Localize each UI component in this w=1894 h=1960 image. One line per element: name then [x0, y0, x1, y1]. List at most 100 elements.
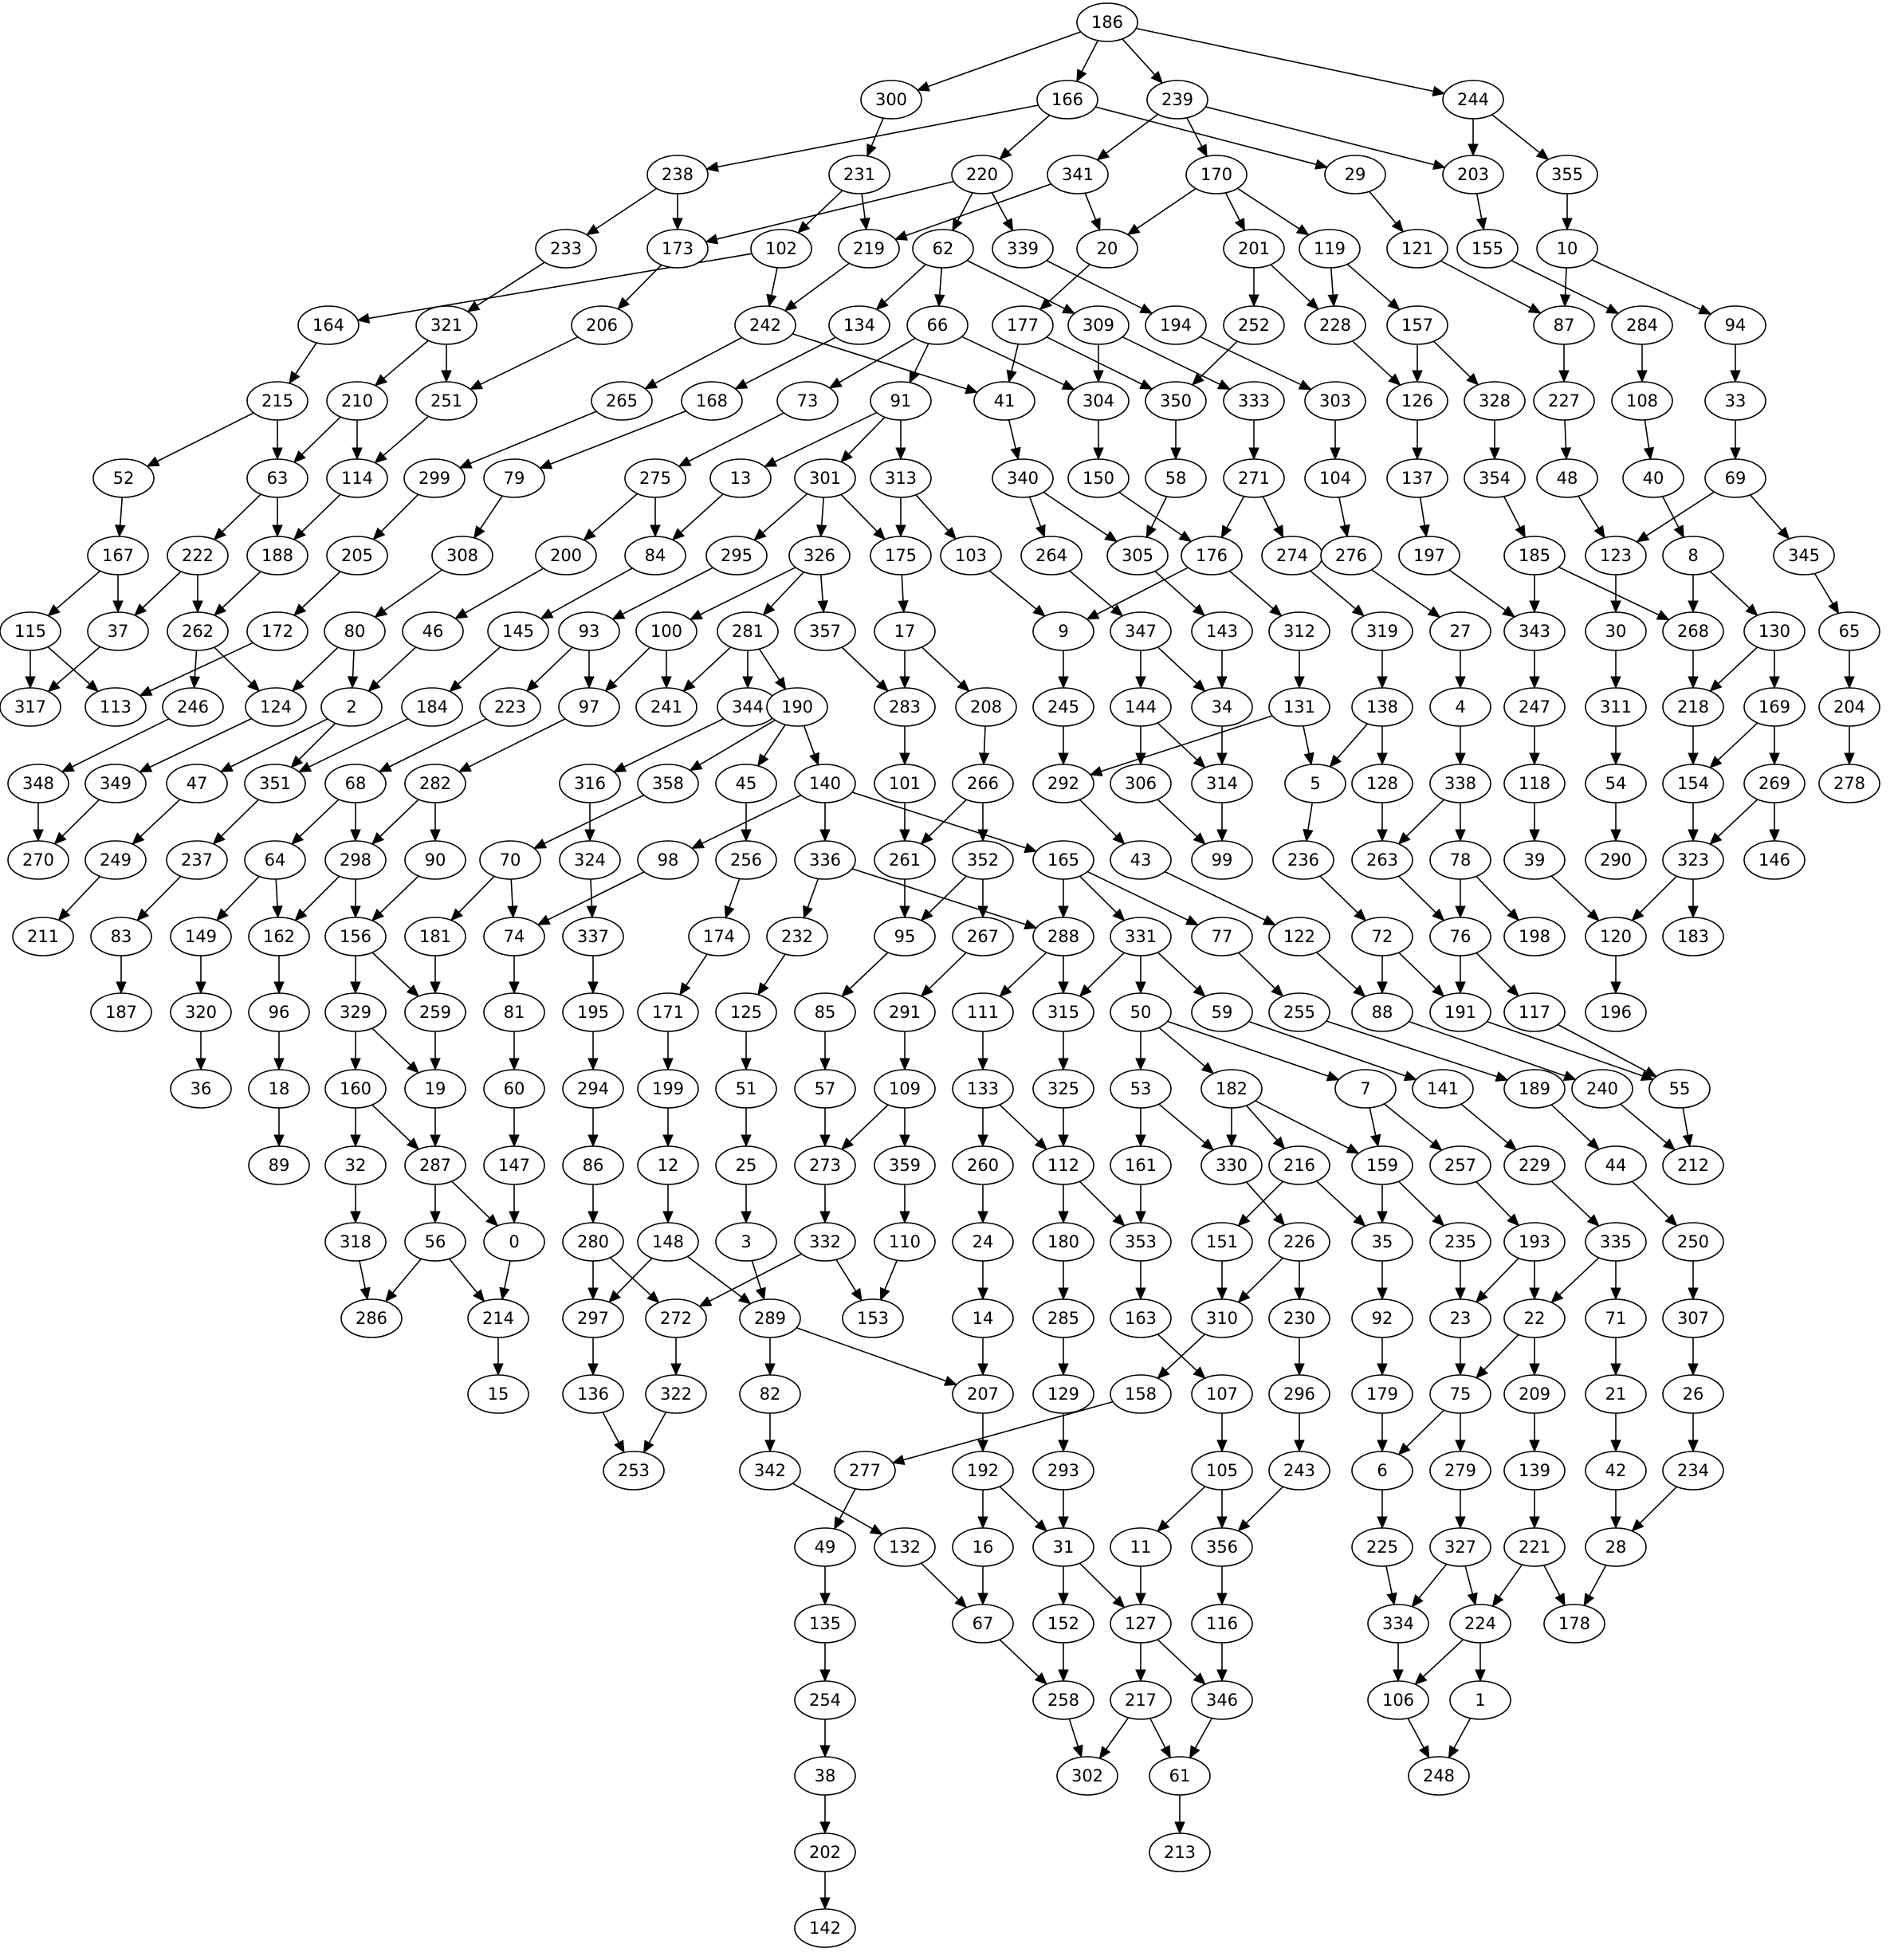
node-label: 179: [1366, 1385, 1398, 1404]
node-label: 121: [1401, 239, 1433, 258]
node-ellipse: [404, 1069, 466, 1109]
node-ellipse: [340, 1298, 403, 1338]
node-ellipse: [1110, 917, 1172, 956]
edge-138-5: [1336, 723, 1369, 759]
node-52: 52: [92, 458, 155, 498]
node-ellipse: [559, 840, 621, 880]
node-162: 162: [248, 917, 310, 956]
node-label: 172: [261, 622, 293, 641]
node-81: 81: [483, 992, 545, 1032]
arrowhead-17-208: [957, 679, 970, 693]
node-106: 106: [1367, 1680, 1429, 1720]
node-310: 310: [1191, 1298, 1253, 1338]
arrowhead-308-80: [374, 606, 388, 618]
edge-326-281: [770, 572, 805, 607]
node-5: 5: [1284, 764, 1346, 803]
node-ellipse: [1304, 381, 1366, 421]
node-ellipse: [992, 229, 1054, 269]
node-ellipse: [558, 611, 620, 651]
edge-354-185: [1503, 496, 1521, 528]
node-label: 46: [422, 622, 444, 641]
node-ellipse: [870, 536, 932, 575]
edge-234-28: [1639, 1486, 1678, 1524]
node-48: 48: [1536, 458, 1598, 498]
arrowhead-331-59: [1193, 984, 1206, 998]
node-label: 44: [1605, 1156, 1627, 1175]
node-ellipse: [1032, 764, 1094, 803]
arrowhead-341-219: [894, 230, 909, 241]
node-label: 300: [875, 90, 907, 109]
arrowhead-322-253: [642, 1440, 654, 1454]
node-label: 351: [259, 774, 291, 793]
node-label: 48: [1557, 469, 1578, 488]
edge-3-289: [751, 1260, 762, 1290]
node-ellipse: [1585, 687, 1647, 727]
node-label: 13: [730, 469, 752, 488]
node-label: 91: [890, 391, 912, 410]
arrowhead-84-145: [540, 608, 554, 619]
arrowhead-217-302: [1098, 1746, 1111, 1760]
arrowhead-231-102: [797, 221, 811, 234]
node-ellipse: [952, 1298, 1014, 1338]
arrowhead-307-26: [1688, 1363, 1699, 1377]
node-label: 307: [1677, 1309, 1709, 1328]
node-ellipse: [297, 305, 360, 345]
node-ellipse: [794, 1145, 856, 1185]
node-label: 71: [1605, 1309, 1627, 1328]
node-label: 166: [1051, 90, 1083, 109]
edge-124-349: [149, 717, 253, 768]
node-30: 30: [1585, 611, 1647, 651]
edge-157-328: [1433, 340, 1471, 378]
node-ellipse: [637, 1222, 699, 1262]
edge-166-29: [1094, 106, 1317, 166]
arrowhead-239-203: [1432, 159, 1446, 171]
arrowhead-162-96: [273, 981, 285, 995]
arrowhead-260-24: [977, 1211, 988, 1224]
edge-84-145: [550, 568, 633, 615]
node-ellipse: [1503, 917, 1566, 956]
node-3: 3: [715, 1222, 777, 1262]
node-113: 113: [84, 687, 147, 727]
edge-141-229: [1460, 1103, 1508, 1144]
node-label: 144: [1125, 697, 1157, 717]
arrowhead-232-125: [757, 982, 769, 996]
node-ellipse: [1268, 611, 1330, 651]
node-ellipse: [1449, 1680, 1511, 1720]
node-label: 288: [1047, 927, 1079, 946]
node-label: 237: [181, 850, 213, 870]
arrowhead-193-23: [1475, 1290, 1488, 1303]
edge-244-355: [1491, 114, 1540, 154]
node-124: 124: [245, 687, 307, 727]
node-298: 298: [324, 840, 387, 880]
node-label: 100: [650, 622, 682, 641]
node-55: 55: [1648, 1069, 1711, 1109]
node-label: 199: [652, 1079, 684, 1098]
edge-318-286: [359, 1260, 366, 1289]
node-label: 354: [1479, 469, 1511, 488]
node-label: 23: [1450, 1309, 1472, 1328]
arrowhead-53-330: [1200, 1138, 1215, 1151]
node-ellipse: [912, 229, 974, 269]
node-ellipse: [1146, 80, 1208, 120]
node-label: 34: [1212, 697, 1233, 717]
node-ellipse: [1110, 1374, 1172, 1414]
node-ellipse: [84, 764, 147, 803]
node-ellipse: [248, 1145, 310, 1185]
node-ellipse: [1743, 764, 1806, 803]
node-ellipse: [646, 155, 709, 194]
node-ellipse: [739, 1451, 801, 1491]
node-261: 261: [874, 840, 936, 880]
arrowhead-105-356: [1216, 1516, 1228, 1530]
arrowhead-269-323: [1709, 832, 1723, 845]
arrowhead-281-241: [682, 679, 696, 693]
edge-341-20: [1084, 192, 1097, 221]
edge-67-258: [999, 1639, 1039, 1677]
node-label: 267: [967, 927, 999, 946]
edge-140-165: [851, 791, 1027, 849]
node-ellipse: [1320, 536, 1382, 575]
arrowhead-238-233: [586, 223, 600, 236]
arrowhead-133-112: [1034, 1137, 1047, 1150]
node-ellipse: [1223, 381, 1285, 421]
node-ellipse: [681, 381, 743, 421]
edge-117-55: [1557, 1023, 1647, 1072]
